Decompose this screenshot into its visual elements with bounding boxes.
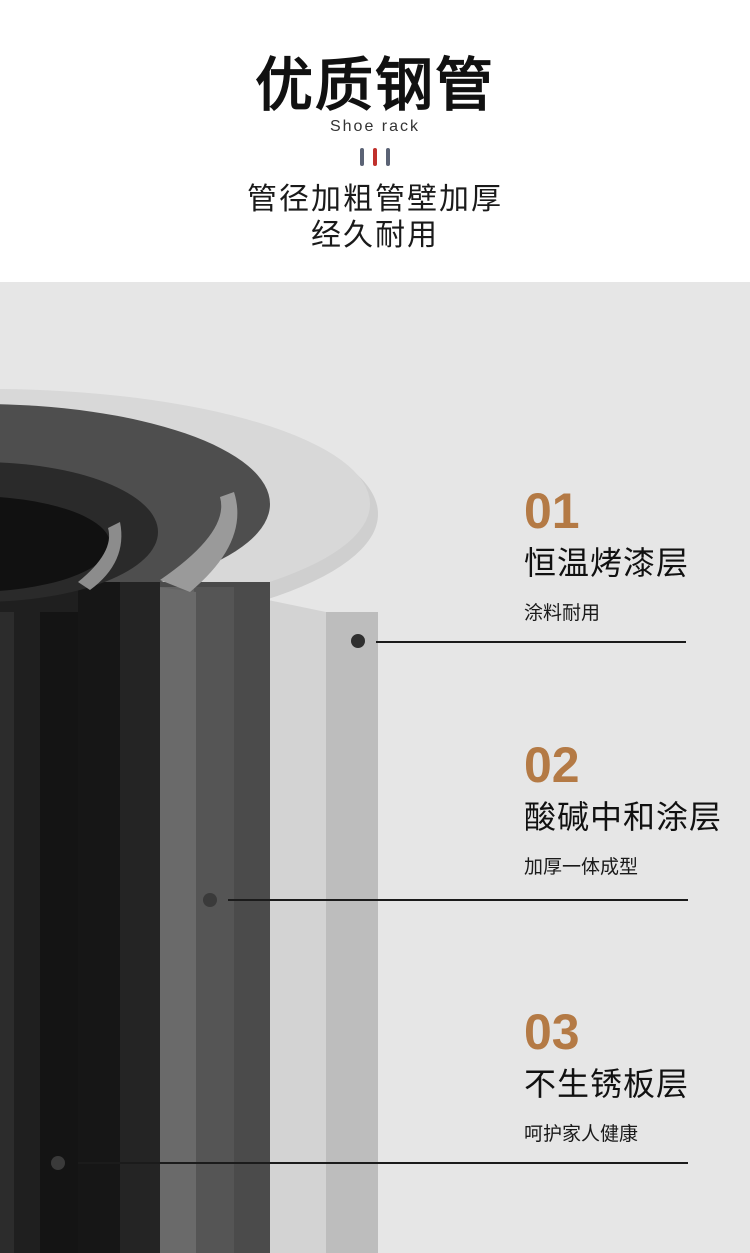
subtitle: Shoe rack: [329, 118, 421, 135]
layer-name-3: 不生锈板层: [524, 1065, 690, 1103]
description-line-1: 管径加粗管壁加厚: [247, 182, 503, 217]
leader-dot-1: [351, 634, 365, 648]
header: 优质钢管 Shoe rack 管径加粗管壁加厚 经久耐用: [0, 0, 750, 282]
layer-item-1: 01 恒温烤漆层 涂料耐用: [524, 486, 689, 625]
layer-name-2: 酸碱中和涂层: [524, 798, 723, 836]
layer-sub-2: 加厚一体成型: [524, 856, 639, 878]
leader-line-3: [78, 1162, 688, 1164]
layer-item-2: 02 酸碱中和涂层 加厚一体成型: [524, 740, 722, 879]
layer-sub-3: 呵护家人健康: [524, 1123, 639, 1145]
description-line-2: 经久耐用: [311, 218, 439, 253]
leader-line-1: [376, 641, 686, 643]
leader-dot-2: [203, 893, 217, 907]
leader-dot-3: [51, 1156, 65, 1170]
bar-middle: [373, 148, 377, 166]
bar-left: [360, 148, 364, 166]
layer-sub-1: 涂料耐用: [524, 602, 601, 624]
pipe-illustration: [0, 389, 378, 1253]
layer-number-1: 01: [524, 483, 580, 539]
pipe-cross-section-panel: 01 恒温烤漆层 涂料耐用 02 酸碱中和涂层 加厚一体成型 03 不生锈板层 …: [0, 282, 750, 1253]
decorative-bars: [360, 148, 390, 166]
layer-item-3: 03 不生锈板层 呵护家人健康: [524, 1007, 689, 1146]
layer-name-1: 恒温烤漆层: [524, 544, 690, 582]
page-title: 优质钢管: [254, 51, 495, 119]
bar-right: [386, 148, 390, 166]
layer-number-2: 02: [524, 737, 580, 793]
layer-number-3: 03: [524, 1004, 580, 1060]
leader-line-2: [228, 899, 688, 901]
